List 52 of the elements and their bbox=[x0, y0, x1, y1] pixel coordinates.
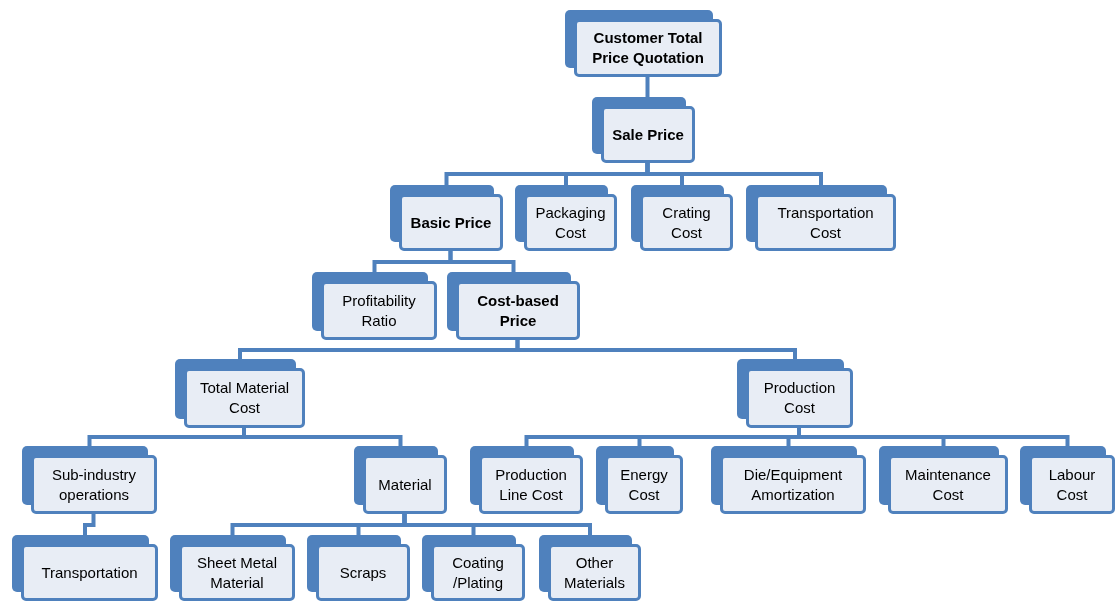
node-label: Basic Price bbox=[409, 212, 493, 233]
node-label: Cost-based Price bbox=[476, 290, 560, 331]
node-box bbox=[592, 97, 695, 163]
connector-line bbox=[645, 77, 650, 97]
node-box bbox=[354, 446, 447, 514]
node-label: Sheet Metal Material bbox=[195, 552, 278, 593]
node-label: Energy Cost bbox=[619, 464, 669, 505]
node-label: Maintenance Cost bbox=[904, 464, 992, 505]
node-box bbox=[596, 446, 683, 514]
node-box bbox=[447, 272, 580, 340]
node-box bbox=[22, 446, 157, 514]
node-box bbox=[539, 535, 641, 601]
node-label: Material bbox=[377, 474, 433, 495]
node-label: Sub-industry operations bbox=[50, 464, 138, 505]
node-label: Packaging Cost bbox=[534, 202, 607, 243]
connector-line bbox=[402, 514, 592, 535]
connector-line bbox=[83, 514, 96, 535]
connector-line bbox=[242, 428, 403, 446]
node-box bbox=[746, 185, 896, 251]
node-label: Profitability Ratio bbox=[341, 290, 417, 331]
node-box bbox=[565, 10, 722, 77]
connector-line bbox=[645, 163, 823, 185]
node-label: Production Line Cost bbox=[494, 464, 568, 505]
node-label: Customer Total Price Quotation bbox=[591, 28, 705, 68]
node-box bbox=[470, 446, 583, 514]
node-box bbox=[390, 185, 503, 251]
node-label: Die/Equipment Amortization bbox=[742, 464, 844, 505]
node-label: Production Cost bbox=[762, 378, 837, 418]
node-label: Crating Cost bbox=[661, 202, 712, 243]
connector-line bbox=[797, 428, 1070, 446]
connector-line bbox=[515, 340, 797, 359]
node-box bbox=[175, 359, 305, 428]
node-label: Labour Cost bbox=[1047, 464, 1097, 505]
node-label: Coating /Plating bbox=[451, 552, 505, 593]
node-label: Scraps bbox=[338, 562, 388, 583]
node-box bbox=[170, 535, 295, 601]
node-box bbox=[312, 272, 437, 340]
node-label: Other Materials bbox=[563, 552, 626, 593]
node-label: Transportation Cost bbox=[776, 202, 875, 243]
node-label: Transportation bbox=[40, 562, 139, 583]
node-box bbox=[879, 446, 1008, 514]
node-box bbox=[515, 185, 617, 251]
connector-line bbox=[448, 251, 516, 272]
node-box bbox=[12, 535, 158, 601]
node-box bbox=[1020, 446, 1115, 514]
node-box bbox=[307, 535, 410, 601]
node-label: Sale Price bbox=[611, 124, 685, 145]
node-box bbox=[631, 185, 733, 251]
node-box bbox=[422, 535, 525, 601]
node-box bbox=[737, 359, 853, 428]
node-box bbox=[711, 446, 866, 514]
node-label: Total Material Cost bbox=[198, 378, 291, 418]
